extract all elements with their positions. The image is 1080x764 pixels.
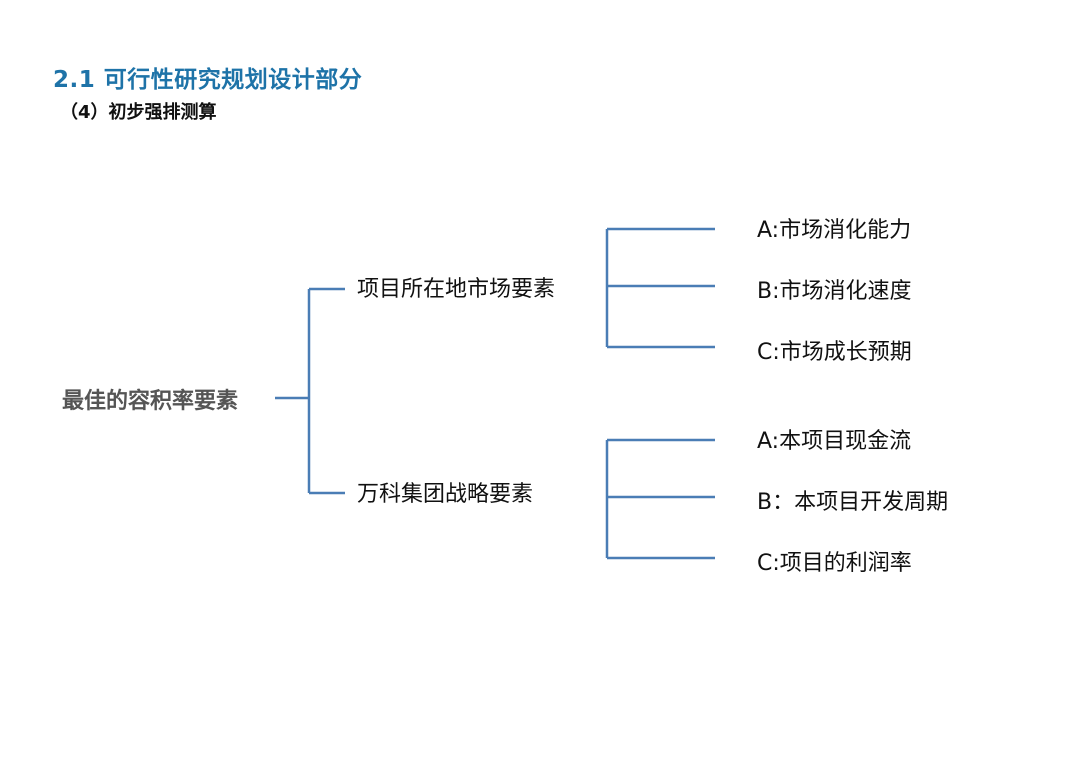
root-node: 最佳的容积率要素 <box>62 389 239 414</box>
leaf-project-cash-flow: A:本项目现金流 <box>757 429 912 454</box>
leaf-market-absorption-capacity: A:市场消化能力 <box>757 218 912 243</box>
page-subtitle: （4）初步强排测算 <box>60 102 217 123</box>
leaf-market-absorption-speed: B:市场消化速度 <box>757 279 912 304</box>
branch-market-factors: 项目所在地市场要素 <box>357 277 556 302</box>
leaf-project-profit-margin: C:项目的利润率 <box>757 551 912 576</box>
branch-vanke-strategy: 万科集团战略要素 <box>357 482 534 507</box>
leaf-market-growth-expectation: C:市场成长预期 <box>757 340 912 365</box>
leaf-project-development-cycle: B：本项目开发周期 <box>757 490 949 515</box>
page-title: 2.1 可行性研究规划设计部分 <box>53 67 363 93</box>
